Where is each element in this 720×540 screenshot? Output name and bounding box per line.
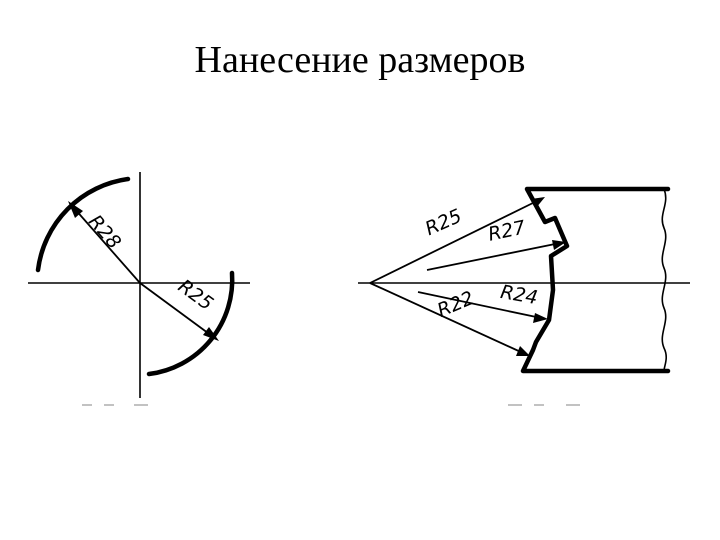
outer-arc-r28	[35, 176, 131, 273]
r25-dimension-line	[139, 282, 213, 337]
r25-right-label: R25	[422, 205, 465, 240]
left-figure: R28 R25	[28, 172, 250, 398]
right-figure: R25 R27 R22 R24	[358, 186, 690, 374]
r25-arrowhead	[203, 327, 219, 341]
r28-label: R28	[84, 211, 125, 254]
r24-ray-arrowhead	[533, 313, 548, 323]
r24-ray	[417, 291, 542, 319]
r27-ray-arrowhead	[552, 240, 566, 250]
r22-ray	[369, 282, 524, 354]
r28-arrowhead	[68, 201, 83, 218]
r27-label: R27	[486, 216, 527, 245]
part-outline	[520, 186, 671, 374]
r25-ray-arrowhead	[531, 197, 545, 208]
r22-ray-arrowhead	[516, 346, 530, 356]
r25-ray	[369, 199, 540, 284]
r27-ray	[426, 242, 561, 271]
inner-arc-r25	[146, 270, 235, 377]
break-line	[661, 188, 667, 372]
r22-label: R22	[434, 287, 477, 322]
r25-label: R25	[174, 275, 217, 315]
r28-dimension-line	[73, 207, 141, 284]
slide-title: Нанесение размеров	[194, 39, 526, 81]
r24-label: R24	[499, 281, 540, 309]
